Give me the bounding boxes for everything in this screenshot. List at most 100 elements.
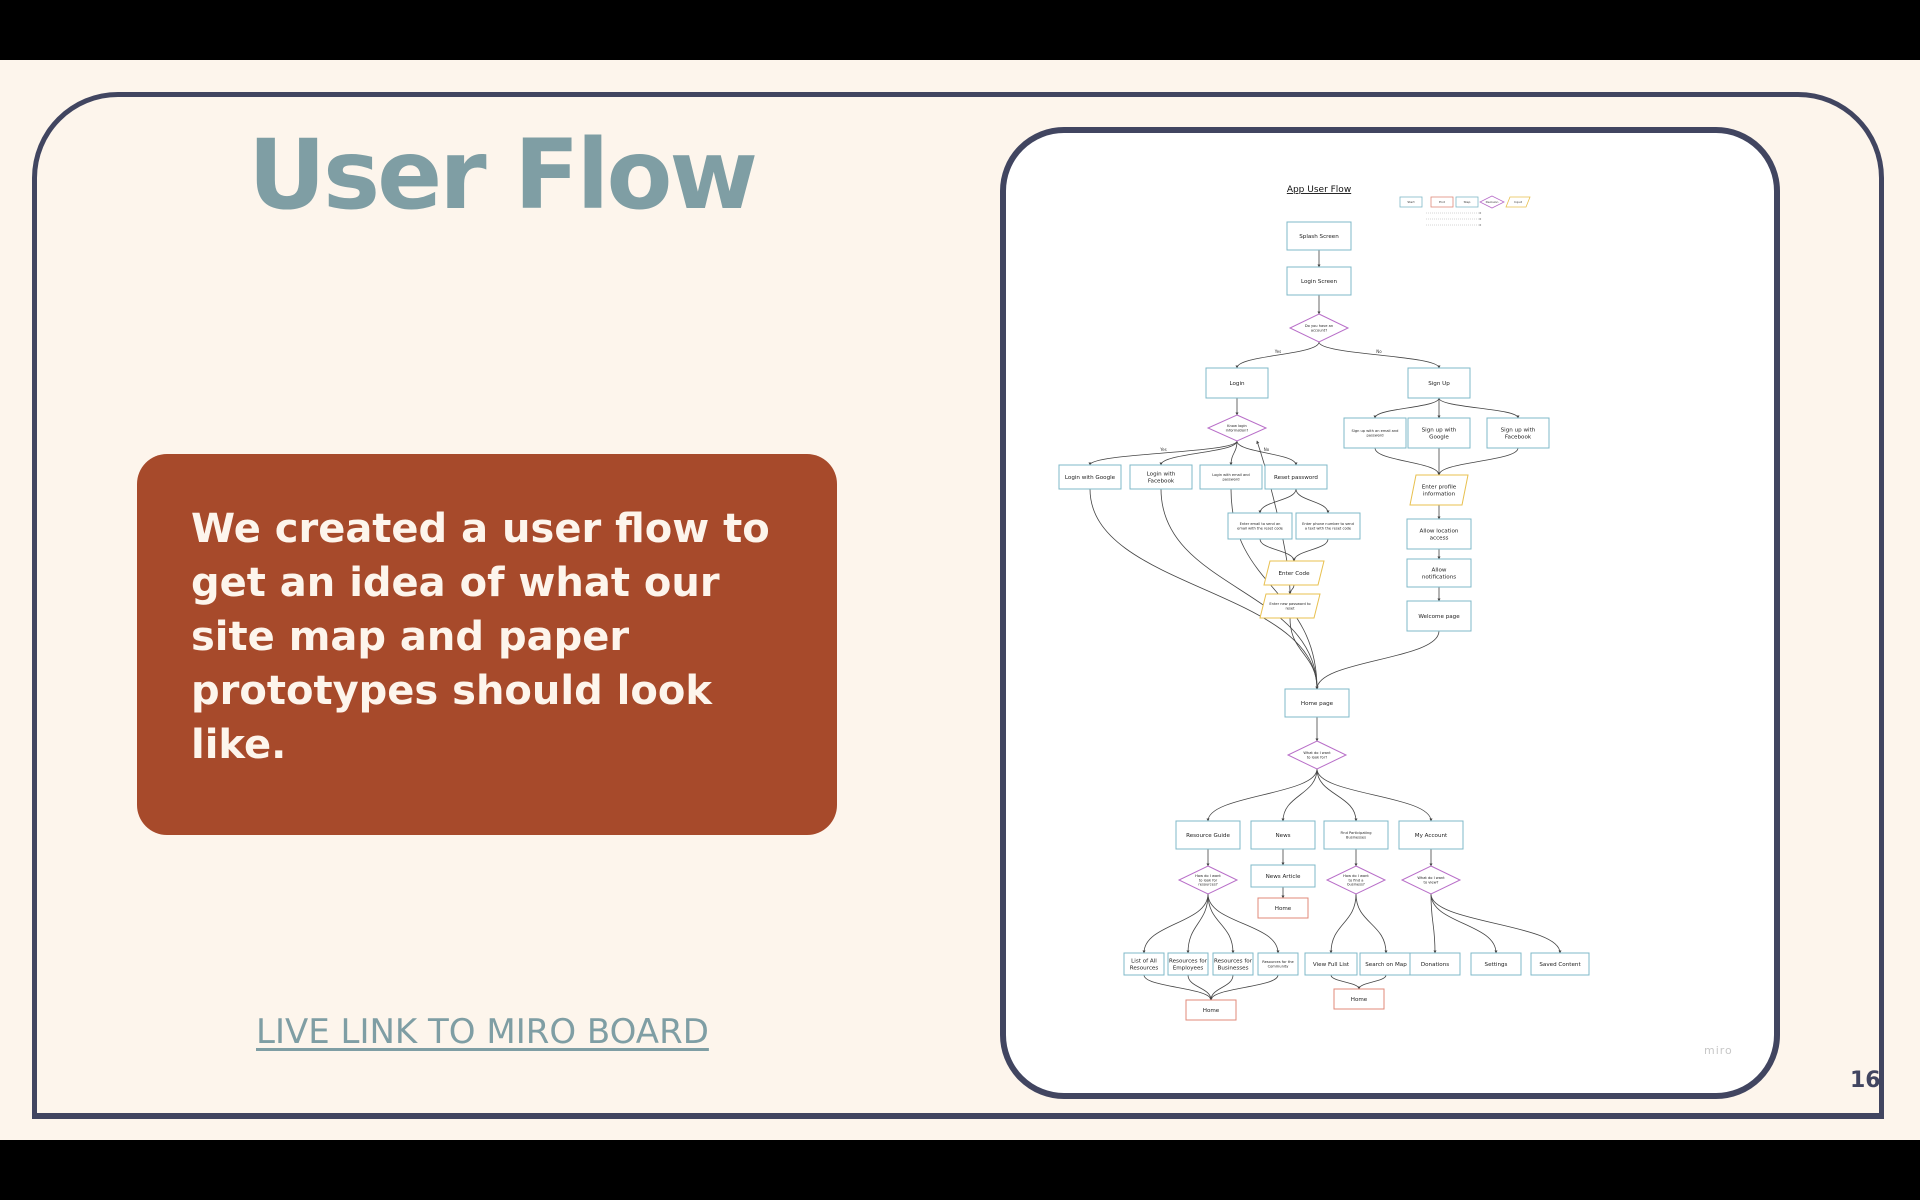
connector-res_com-home_res (1209, 974, 1279, 1001)
node-label: Search on Map (1365, 962, 1407, 968)
connector-d_info-reset (1236, 440, 1298, 466)
node-label: Saved Content (1539, 962, 1581, 968)
connector-d_info-lg_google (1088, 440, 1238, 466)
connector-d_res-res_emp (1186, 893, 1209, 954)
connector-reset_phone-enter_code (1292, 538, 1329, 562)
connector-res_emp-home_res (1187, 974, 1213, 1001)
miro-board-link[interactable]: LIVE LINK TO MIRO BOARD (256, 1012, 709, 1052)
node-signup: Sign Up (1407, 367, 1471, 399)
node-label: Reset password (1274, 475, 1318, 481)
description-callout: We created a user flow to get an idea of… (137, 454, 837, 835)
node-news: News (1250, 820, 1316, 850)
connector-lg_facebook-home (1160, 488, 1319, 690)
connector-d_look-account (1316, 768, 1433, 822)
connector-signup-su_email (1373, 397, 1440, 419)
node-account: My Account (1398, 820, 1464, 850)
node-label: Sign Up (1428, 381, 1450, 387)
node-label: Enter Code (1278, 571, 1310, 577)
node-label: Login Screen (1301, 279, 1338, 285)
connector-d_look-news (1281, 768, 1318, 822)
legend-label: Decision (1486, 200, 1499, 204)
connector-d_res-res_bus (1207, 893, 1235, 954)
node-label: Splash Screen (1299, 234, 1339, 240)
connector-d_account-signup (1318, 341, 1441, 369)
legend-label: End (1439, 200, 1445, 204)
node-full_list: View Full List (1304, 952, 1358, 976)
miro-watermark: miro (1704, 1044, 1733, 1057)
diagram-title: App User Flow (1287, 185, 1351, 195)
connector-d_find-full_list (1329, 893, 1357, 954)
connector-d_look-find (1316, 768, 1358, 822)
connector-lg_google-home (1089, 488, 1319, 690)
node-label: View Full List (1313, 962, 1350, 968)
node-welcome: Welcome page (1406, 600, 1472, 632)
connector-d_res-list_all (1142, 893, 1209, 954)
node-loginscreen: Login Screen (1286, 266, 1352, 296)
slide-title: User Flow (248, 119, 758, 231)
connector-d_acc-saved (1430, 893, 1562, 954)
node-label: News Article (1266, 874, 1301, 880)
connector-reset-reset_email (1258, 488, 1297, 514)
node-lg_google: Login with Google (1058, 464, 1122, 490)
node-label: Home (1203, 1008, 1220, 1014)
connector-label: No (1376, 349, 1382, 354)
slide: User Flow We created a user flow to get … (0, 60, 1920, 1140)
page-number: 16 (1850, 1068, 1881, 1093)
node-home_news: Home (1257, 897, 1309, 919)
node-home_res: Home (1185, 999, 1237, 1021)
node-label: Donations (1421, 962, 1449, 968)
connector-label: Yes (1274, 349, 1281, 354)
node-donations: Donations (1409, 952, 1461, 976)
node-label: News (1275, 833, 1290, 839)
node-label: Resource Guide (1186, 833, 1230, 839)
node-saved: Saved Content (1530, 952, 1590, 976)
connector-d_acc-settings (1430, 893, 1498, 954)
connector-reset_email-enter_code (1259, 538, 1296, 562)
connector-full_list-home_find (1330, 974, 1361, 990)
node-splash: Splash Screen (1286, 221, 1352, 251)
connector-search_map-home_find (1357, 974, 1387, 990)
node-search_map: Search on Map (1359, 952, 1413, 976)
legend-label: Start (1407, 200, 1415, 204)
connector-res_bus-home_res (1209, 974, 1234, 1001)
connector-list_all-home_res (1143, 974, 1213, 1001)
connector-new_pw-home (1289, 617, 1319, 690)
node-news_article: News Article (1250, 864, 1316, 888)
connector-d_acc-donations (1430, 893, 1437, 954)
connector-d_info-lg_facebook (1159, 440, 1238, 466)
node-enter_code: Enter Code (1263, 560, 1325, 586)
